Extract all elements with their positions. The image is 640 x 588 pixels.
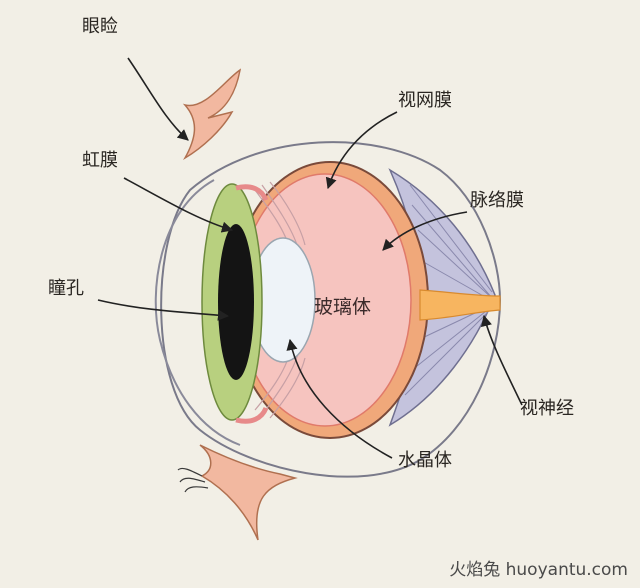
pupil — [218, 224, 254, 380]
label-lens: 水晶体 — [398, 450, 452, 471]
optic-nerve — [419, 289, 501, 321]
upper-eyelid — [182, 68, 242, 161]
label-eyelid: 眼睑 — [82, 16, 118, 37]
eye-outer-outline — [160, 141, 502, 478]
label-vitreous: 玻璃体 — [314, 296, 372, 318]
lower-eyelid — [199, 444, 298, 541]
label-retina: 视网膜 — [398, 90, 452, 111]
label-iris: 虹膜 — [82, 150, 118, 171]
leader-lines — [97, 57, 523, 459]
label-optic-nerve: 视神经 — [520, 398, 574, 419]
label-pupil: 瞳孔 — [48, 278, 84, 299]
label-choroid: 脉络膜 — [470, 190, 524, 211]
eyelashes — [177, 467, 209, 493]
watermark: 火焰兔 huoyantu.com — [449, 560, 628, 580]
cornea — [154, 179, 241, 446]
